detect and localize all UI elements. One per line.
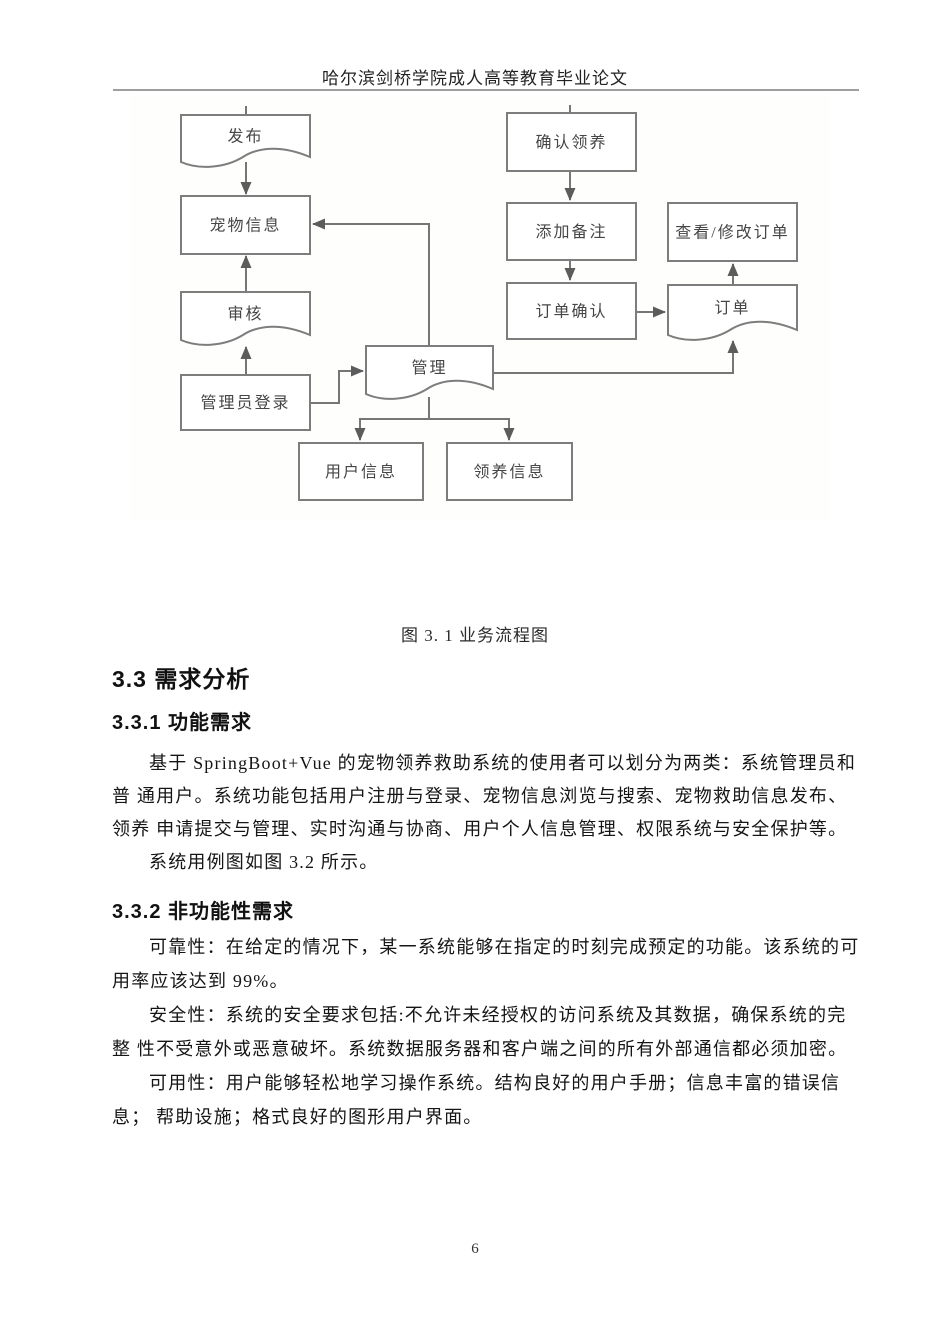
body-text-line: 用率应该达到 99%。	[112, 971, 289, 991]
flow-node-label: 添加备注	[535, 223, 607, 241]
flow-node-shape	[180, 291, 311, 346]
heading-3-3-1: 3.3.1 功能需求	[112, 712, 253, 734]
flow-edge-manage-to-pet-info	[312, 218, 430, 346]
flow-edge-manage-to-adoption-info	[429, 418, 515, 441]
flow-node-view-modify-order: 查看/修改订单	[667, 202, 798, 262]
flow-edge-manage-to-user-info	[354, 397, 430, 441]
flow-node-label: 查看/修改订单	[675, 224, 789, 242]
flow-node-label: 审核	[227, 305, 263, 323]
body-text-line: 安全性：系统的安全要求包括:不允许未经授权的访问系统及其数据，确保系统的完	[149, 1005, 847, 1025]
flow-node-shape	[667, 284, 798, 341]
body-text-line: 可靠性：在给定的情况下，某一系统能够在指定的时刻完成预定的功能。该系统的可	[149, 937, 860, 957]
flow-node-label: 订单	[714, 299, 750, 317]
flow-node-shape	[365, 345, 494, 400]
flow-node-order: 订单	[667, 284, 798, 341]
paragraph-functional-requirements: 基于 SpringBoot+Vue 的宠物领养救助系统的使用者可以划分为两类：系…	[112, 747, 862, 879]
body-text-line: 基于 SpringBoot+Vue 的宠物领养救助系统的使用者可以划分为两类：系…	[149, 753, 857, 773]
body-text-line: 普 通用户。系统功能包括用户注册与登录、宠物信息浏览与搜索、宠物救助信息发布、	[112, 786, 848, 806]
flow-node-add-note: 添加备注	[506, 202, 637, 261]
heading-3-3-2: 3.3.2 非功能性需求	[112, 901, 295, 923]
heading-3-3: 3.3 需求分析	[112, 666, 251, 692]
page-header-title: 哈尔滨剑桥学院成人高等教育毕业论文	[322, 69, 628, 88]
flow-node-label: 用户信息	[325, 463, 397, 481]
flow-node-label: 管理员登录	[200, 394, 290, 412]
flow-node-review: 审核	[180, 291, 311, 346]
flow-node-confirm-adoption: 确认领养	[506, 112, 637, 172]
body-text-line: 可用性：用户能够轻松地学习操作系统。结构良好的用户手册；信息丰富的错误信	[149, 1073, 841, 1093]
flow-node-admin-login: 管理员登录	[180, 374, 311, 431]
flow-node-shape	[506, 282, 637, 340]
flow-node-adoption-info: 领养信息	[446, 442, 573, 501]
flow-node-shape	[506, 202, 637, 261]
flow-node-order-confirm: 订单确认	[506, 282, 637, 340]
flow-node-label: 订单确认	[535, 303, 607, 321]
body-text-line: 息； 帮助设施；格式良好的图形用户界面。	[112, 1107, 483, 1127]
page-number: 6	[471, 1241, 479, 1257]
flow-node-manage: 管理	[365, 345, 494, 400]
body-text-line: 系统用例图如图 3.2 所示。	[149, 852, 379, 872]
flow-node-shape	[446, 442, 573, 501]
flow-node-user-info: 用户信息	[298, 442, 424, 501]
body-text-line: 领养 申请提交与管理、实时沟通与协商、用户个人信息管理、权限系统与安全保护等。	[112, 819, 848, 839]
flow-node-shape	[180, 195, 311, 255]
flow-node-shape	[667, 202, 798, 262]
flow-edge-admin-login-to-manage	[310, 365, 364, 404]
flow-node-shape	[180, 374, 311, 431]
flow-node-label: 管理	[411, 359, 447, 377]
flow-node-label: 宠物信息	[209, 217, 281, 235]
paragraph-nonfunctional-requirements: 可靠性：在给定的情况下，某一系统能够在指定的时刻完成预定的功能。该系统的可 用率…	[112, 930, 862, 1134]
flow-node-shape	[506, 112, 637, 172]
flow-node-shape	[180, 114, 311, 168]
flow-node-label: 发布	[227, 128, 263, 146]
flow-node-pet-info: 宠物信息	[180, 195, 311, 255]
flow-node-shape	[298, 442, 424, 501]
body-text-line: 整 性不受意外或恶意破坏。系统数据服务器和客户端之间的所有外部通信都必须加密。	[112, 1039, 848, 1059]
flow-node-label: 领养信息	[473, 463, 545, 481]
flow-edge-manage-to-order	[493, 340, 739, 374]
header-divider-rule	[113, 89, 859, 91]
flow-node-label: 确认领养	[535, 134, 607, 152]
figure-caption: 图 3. 1 业务流程图	[401, 626, 549, 645]
flow-node-publish: 发布	[180, 114, 311, 168]
